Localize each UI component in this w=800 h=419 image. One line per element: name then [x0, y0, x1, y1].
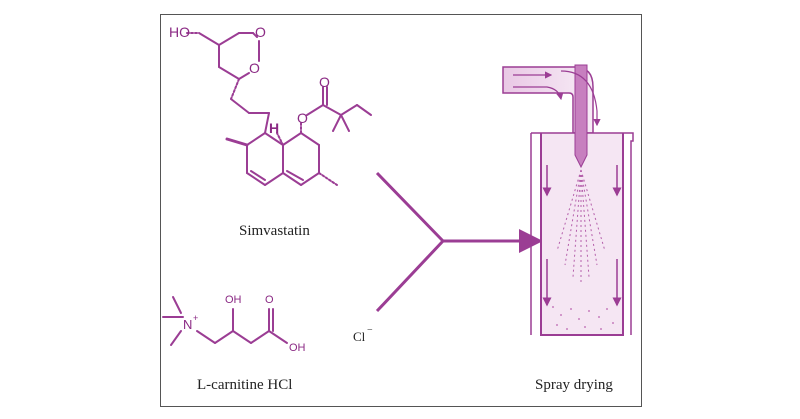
atom-o-carbonyl: O — [255, 24, 266, 40]
label-carnitine: L-carnitine HCl — [197, 377, 293, 393]
simvastatin-structure — [186, 32, 372, 186]
atom-oh: OH — [225, 294, 242, 306]
atom-o-ring: O — [249, 60, 260, 76]
label-simvastatin: Simvastatin — [239, 223, 310, 239]
atom-ho: HO — [169, 24, 190, 40]
carnitine-structure — [162, 296, 288, 346]
atom-o-acid: O — [265, 294, 274, 306]
atom-n: N — [183, 317, 192, 332]
chloride-label: Cl — [353, 329, 366, 344]
chloride-charge: − — [367, 325, 373, 336]
spray-dryer — [502, 64, 634, 336]
merge-arrow — [375, 171, 543, 313]
scheme-drawing: HO O O O O H N + OH O OH Cl − — [162, 24, 634, 354]
label-spray-drying: Spray drying — [535, 377, 613, 393]
atom-h: H — [269, 120, 279, 136]
atom-o-ester-carbonyl: O — [319, 74, 330, 90]
atom-oh-acid: OH — [289, 342, 306, 354]
atom-n-charge: + — [193, 313, 198, 323]
atom-o-ester: O — [297, 110, 308, 126]
figure-panel: HO O O O O H N + OH O OH Cl − — [160, 14, 642, 407]
